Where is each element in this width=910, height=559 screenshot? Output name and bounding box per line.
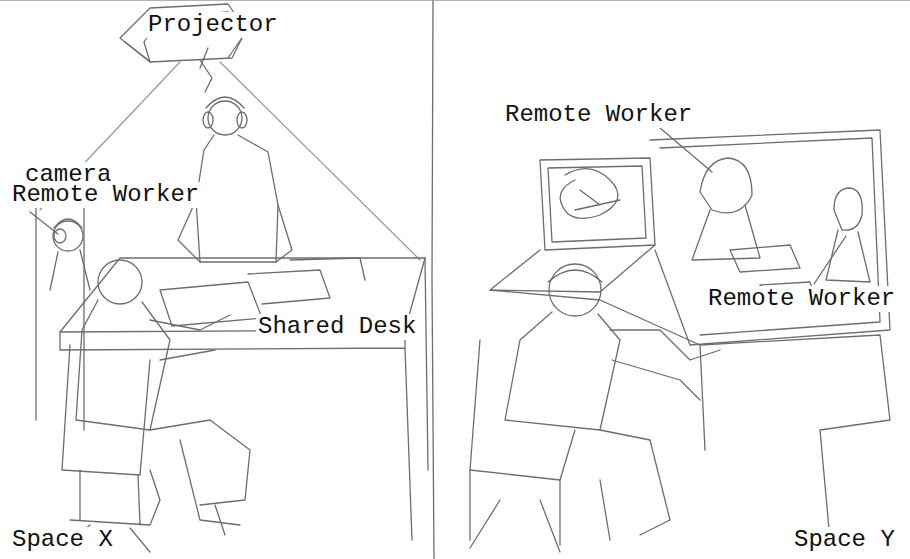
part-label: Projector — [146, 12, 280, 38]
part-label: Shared Desk — [256, 314, 418, 340]
shared-desk — [60, 258, 428, 540]
leader-line — [814, 236, 846, 284]
leader-line — [660, 128, 712, 172]
callout-label: Remote Worker — [10, 182, 201, 208]
leader-line — [200, 48, 208, 68]
leader-line — [30, 212, 58, 234]
monitor-drawing — [490, 158, 655, 292]
projection-cone — [40, 62, 420, 260]
space-label: Space Y — [792, 527, 897, 553]
seated-person — [470, 264, 720, 552]
desk-y — [490, 290, 890, 540]
panel-divider — [432, 0, 434, 559]
projected-person — [178, 97, 292, 262]
seated-person — [60, 260, 250, 552]
frame-line — [0, 0, 910, 1]
space-label: Space X — [10, 527, 115, 553]
callout-label: Remote Worker — [503, 102, 694, 128]
large-display — [650, 130, 890, 345]
callout-label: Remote Worker — [706, 286, 897, 312]
